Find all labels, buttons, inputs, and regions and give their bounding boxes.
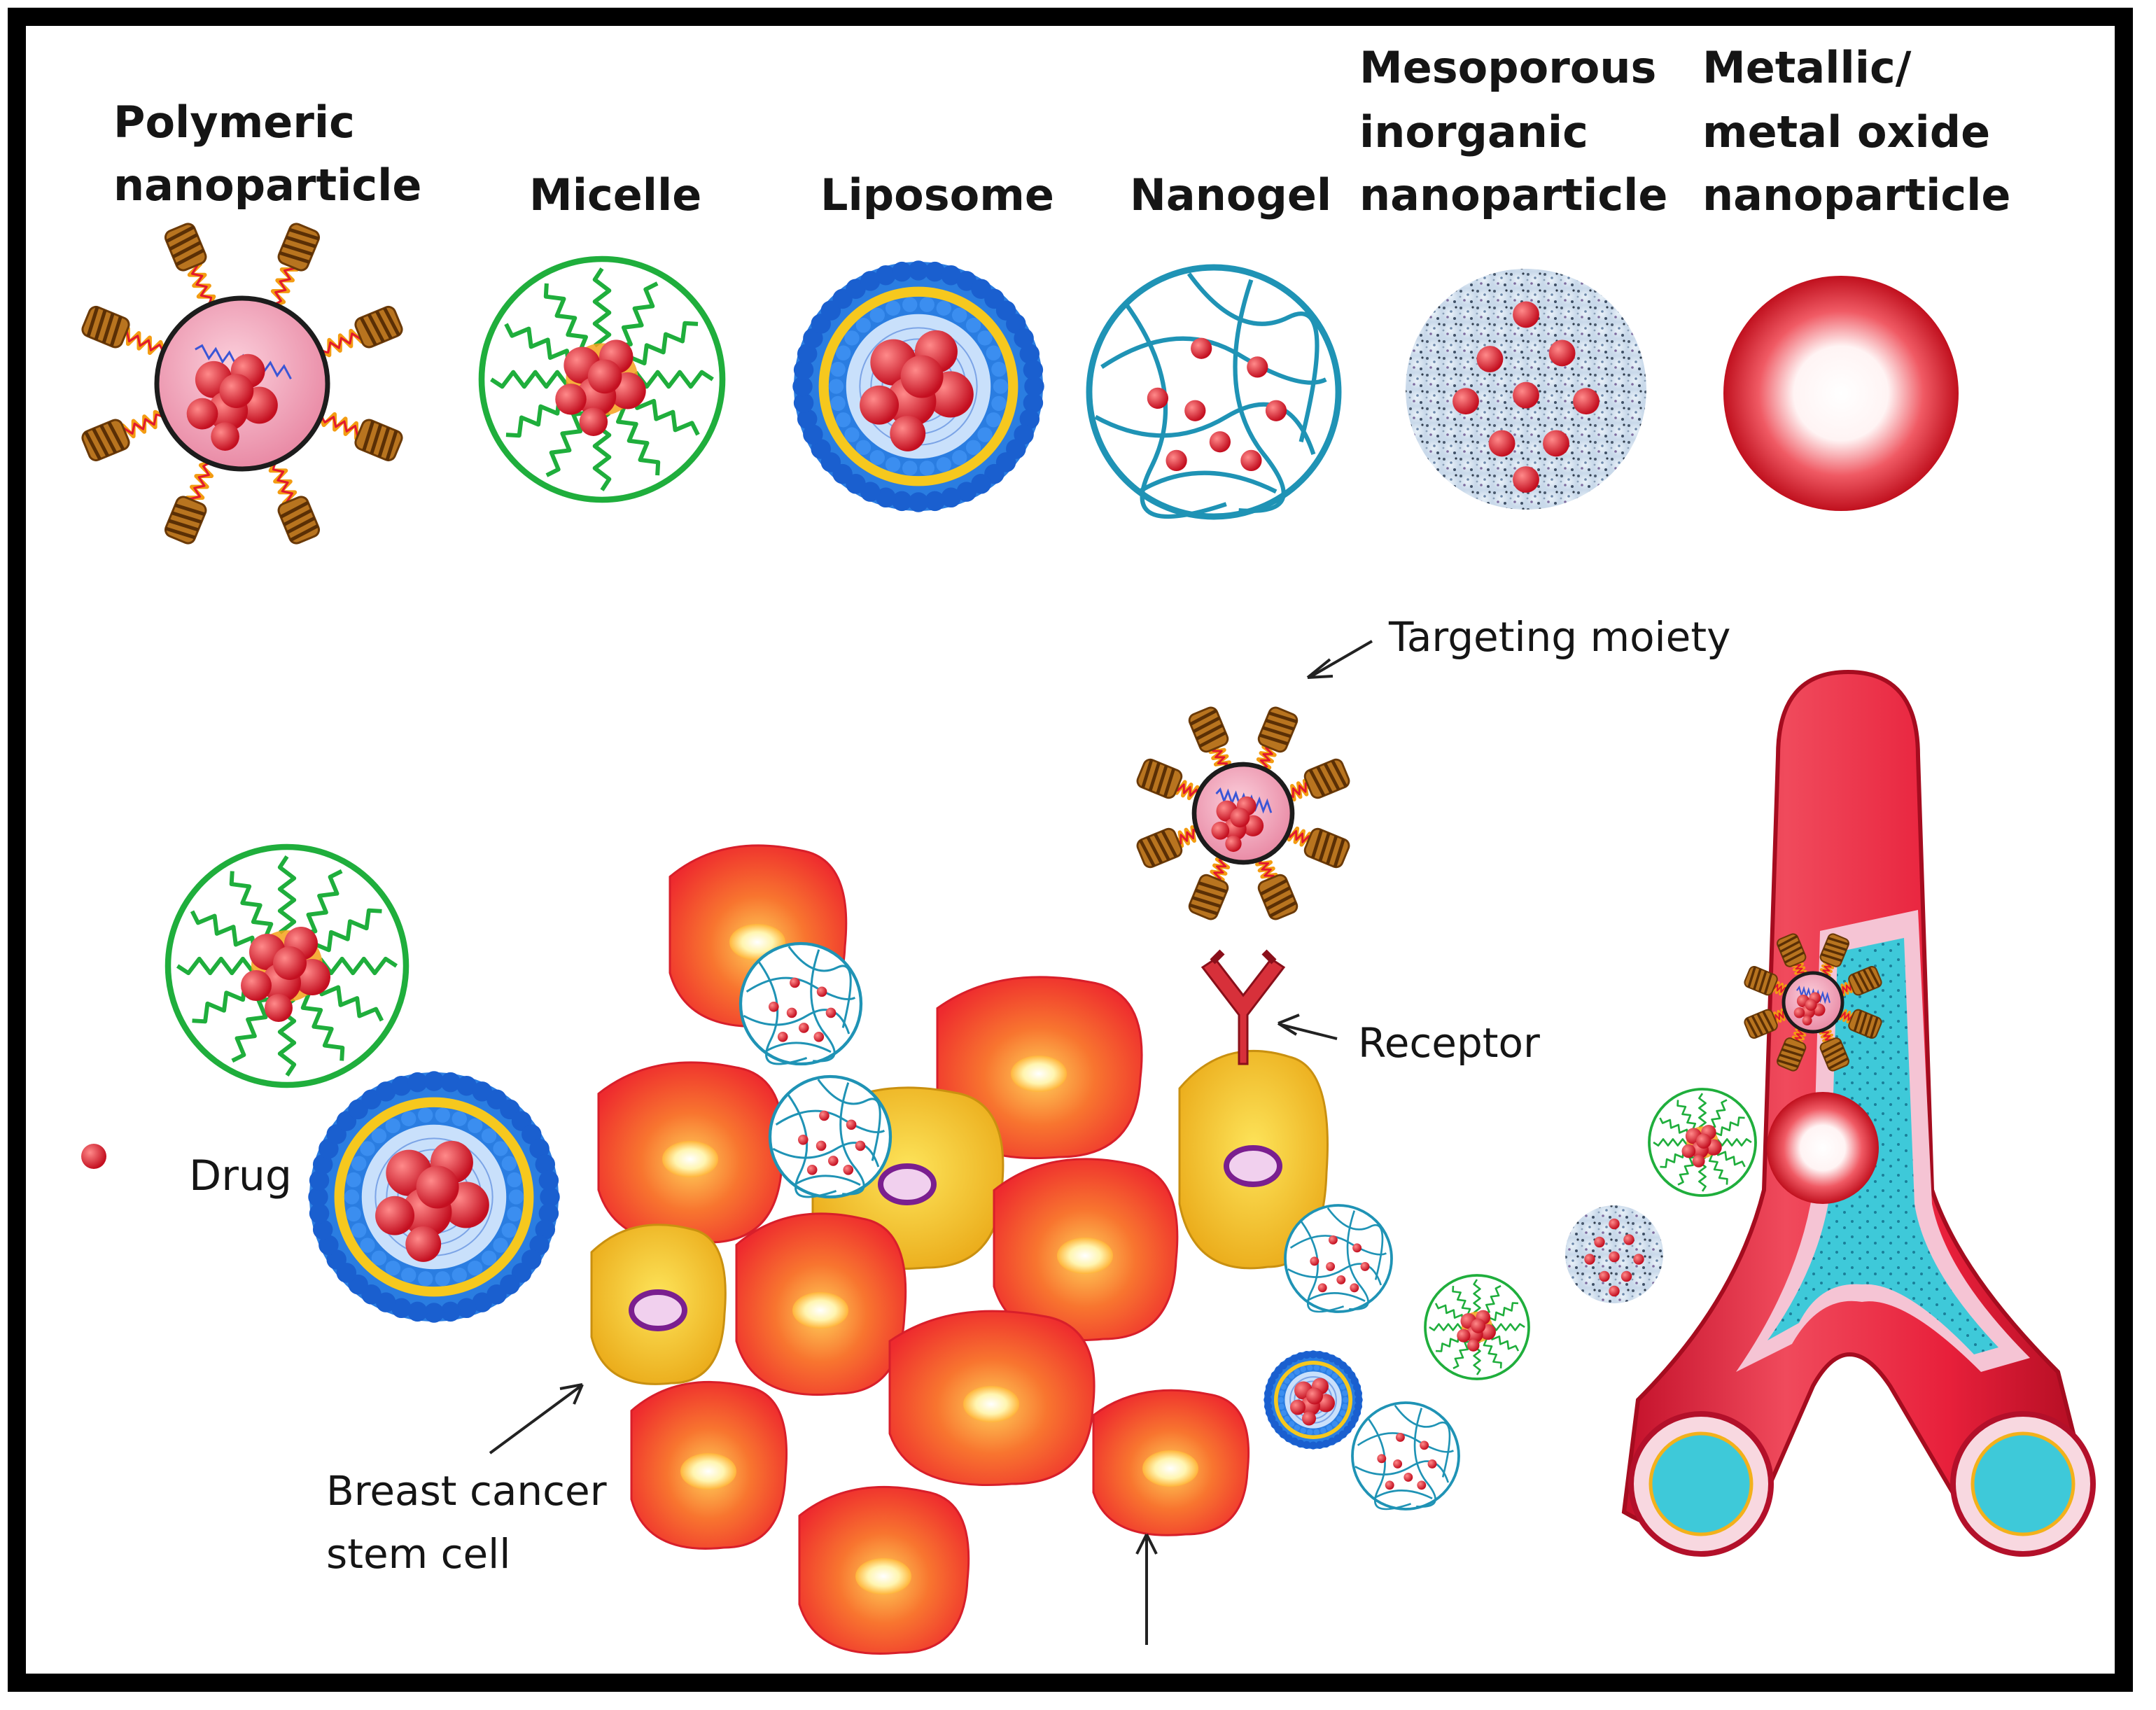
arrow-icon	[1135, 1534, 1158, 1645]
polymeric-nanoparticle-icon	[1742, 931, 1884, 1074]
metallic-nanoparticle-icon	[1767, 1092, 1879, 1204]
stem-cell-label: Breast cancer stem cell	[326, 1467, 620, 1578]
nanogel-icon	[1351, 1401, 1460, 1511]
receptor-label: Receptor	[1358, 1019, 1540, 1067]
coil-ligand-icon	[276, 222, 321, 272]
micelle-icon	[164, 843, 410, 1088]
targeting-moiety-label: Targeting moiety	[1388, 613, 1730, 661]
metallic-label: Metallic/ metal oxide nanoparticle	[1702, 42, 2010, 220]
y-receptor-icon	[1200, 949, 1286, 1065]
mesoporous-label: Mesoporous inorganic nanoparticle	[1359, 42, 1672, 220]
liposome-icon	[308, 1071, 560, 1323]
coil-ligand-icon	[163, 495, 208, 545]
frame-border	[8, 8, 2133, 1692]
blood-vessel-icon	[1621, 669, 2096, 1557]
targeted-polymeric-nanoparticle-icon	[1135, 706, 1351, 921]
coil-ligand-icon	[354, 418, 404, 463]
coil-ligand-icon	[1187, 706, 1229, 754]
nanogel-label: Nanogel	[1130, 169, 1331, 220]
nanogel-icon	[738, 941, 863, 1066]
micelle-icon	[1424, 1274, 1530, 1380]
nanogel-icon	[768, 1074, 892, 1199]
liposome-icon	[1264, 1350, 1363, 1450]
micelle-icon	[1648, 1088, 1757, 1197]
micelle-label: Micelle	[529, 169, 701, 220]
metallic-nanoparticle-icon	[1723, 276, 1959, 511]
nanogel-icon	[1284, 1204, 1393, 1313]
nanogel-icon	[1086, 264, 1342, 520]
mesoporous-nanoparticle-icon	[1565, 1205, 1663, 1303]
arrow-icon	[1306, 640, 1373, 679]
coil-ligand-icon	[1256, 873, 1298, 921]
mesoporous-nanoparticle-icon	[1406, 269, 1646, 510]
coil-ligand-icon	[80, 304, 131, 349]
arrow-icon	[1277, 1014, 1338, 1040]
tumour-cell-cluster	[590, 844, 1329, 1655]
micelle-icon	[478, 255, 726, 503]
liposome-icon	[792, 260, 1044, 512]
drug-dot-icon	[81, 1144, 106, 1169]
polymeric-label: Polymeric nanoparticle	[113, 97, 421, 211]
liposome-label: Liposome	[820, 169, 1054, 220]
coil-ligand-icon	[1135, 827, 1184, 869]
drug-label: Drug	[189, 1151, 292, 1200]
polymeric-nanoparticle-icon	[80, 222, 404, 545]
coil-ligand-icon	[1303, 757, 1351, 799]
arrow-icon	[489, 1383, 584, 1455]
